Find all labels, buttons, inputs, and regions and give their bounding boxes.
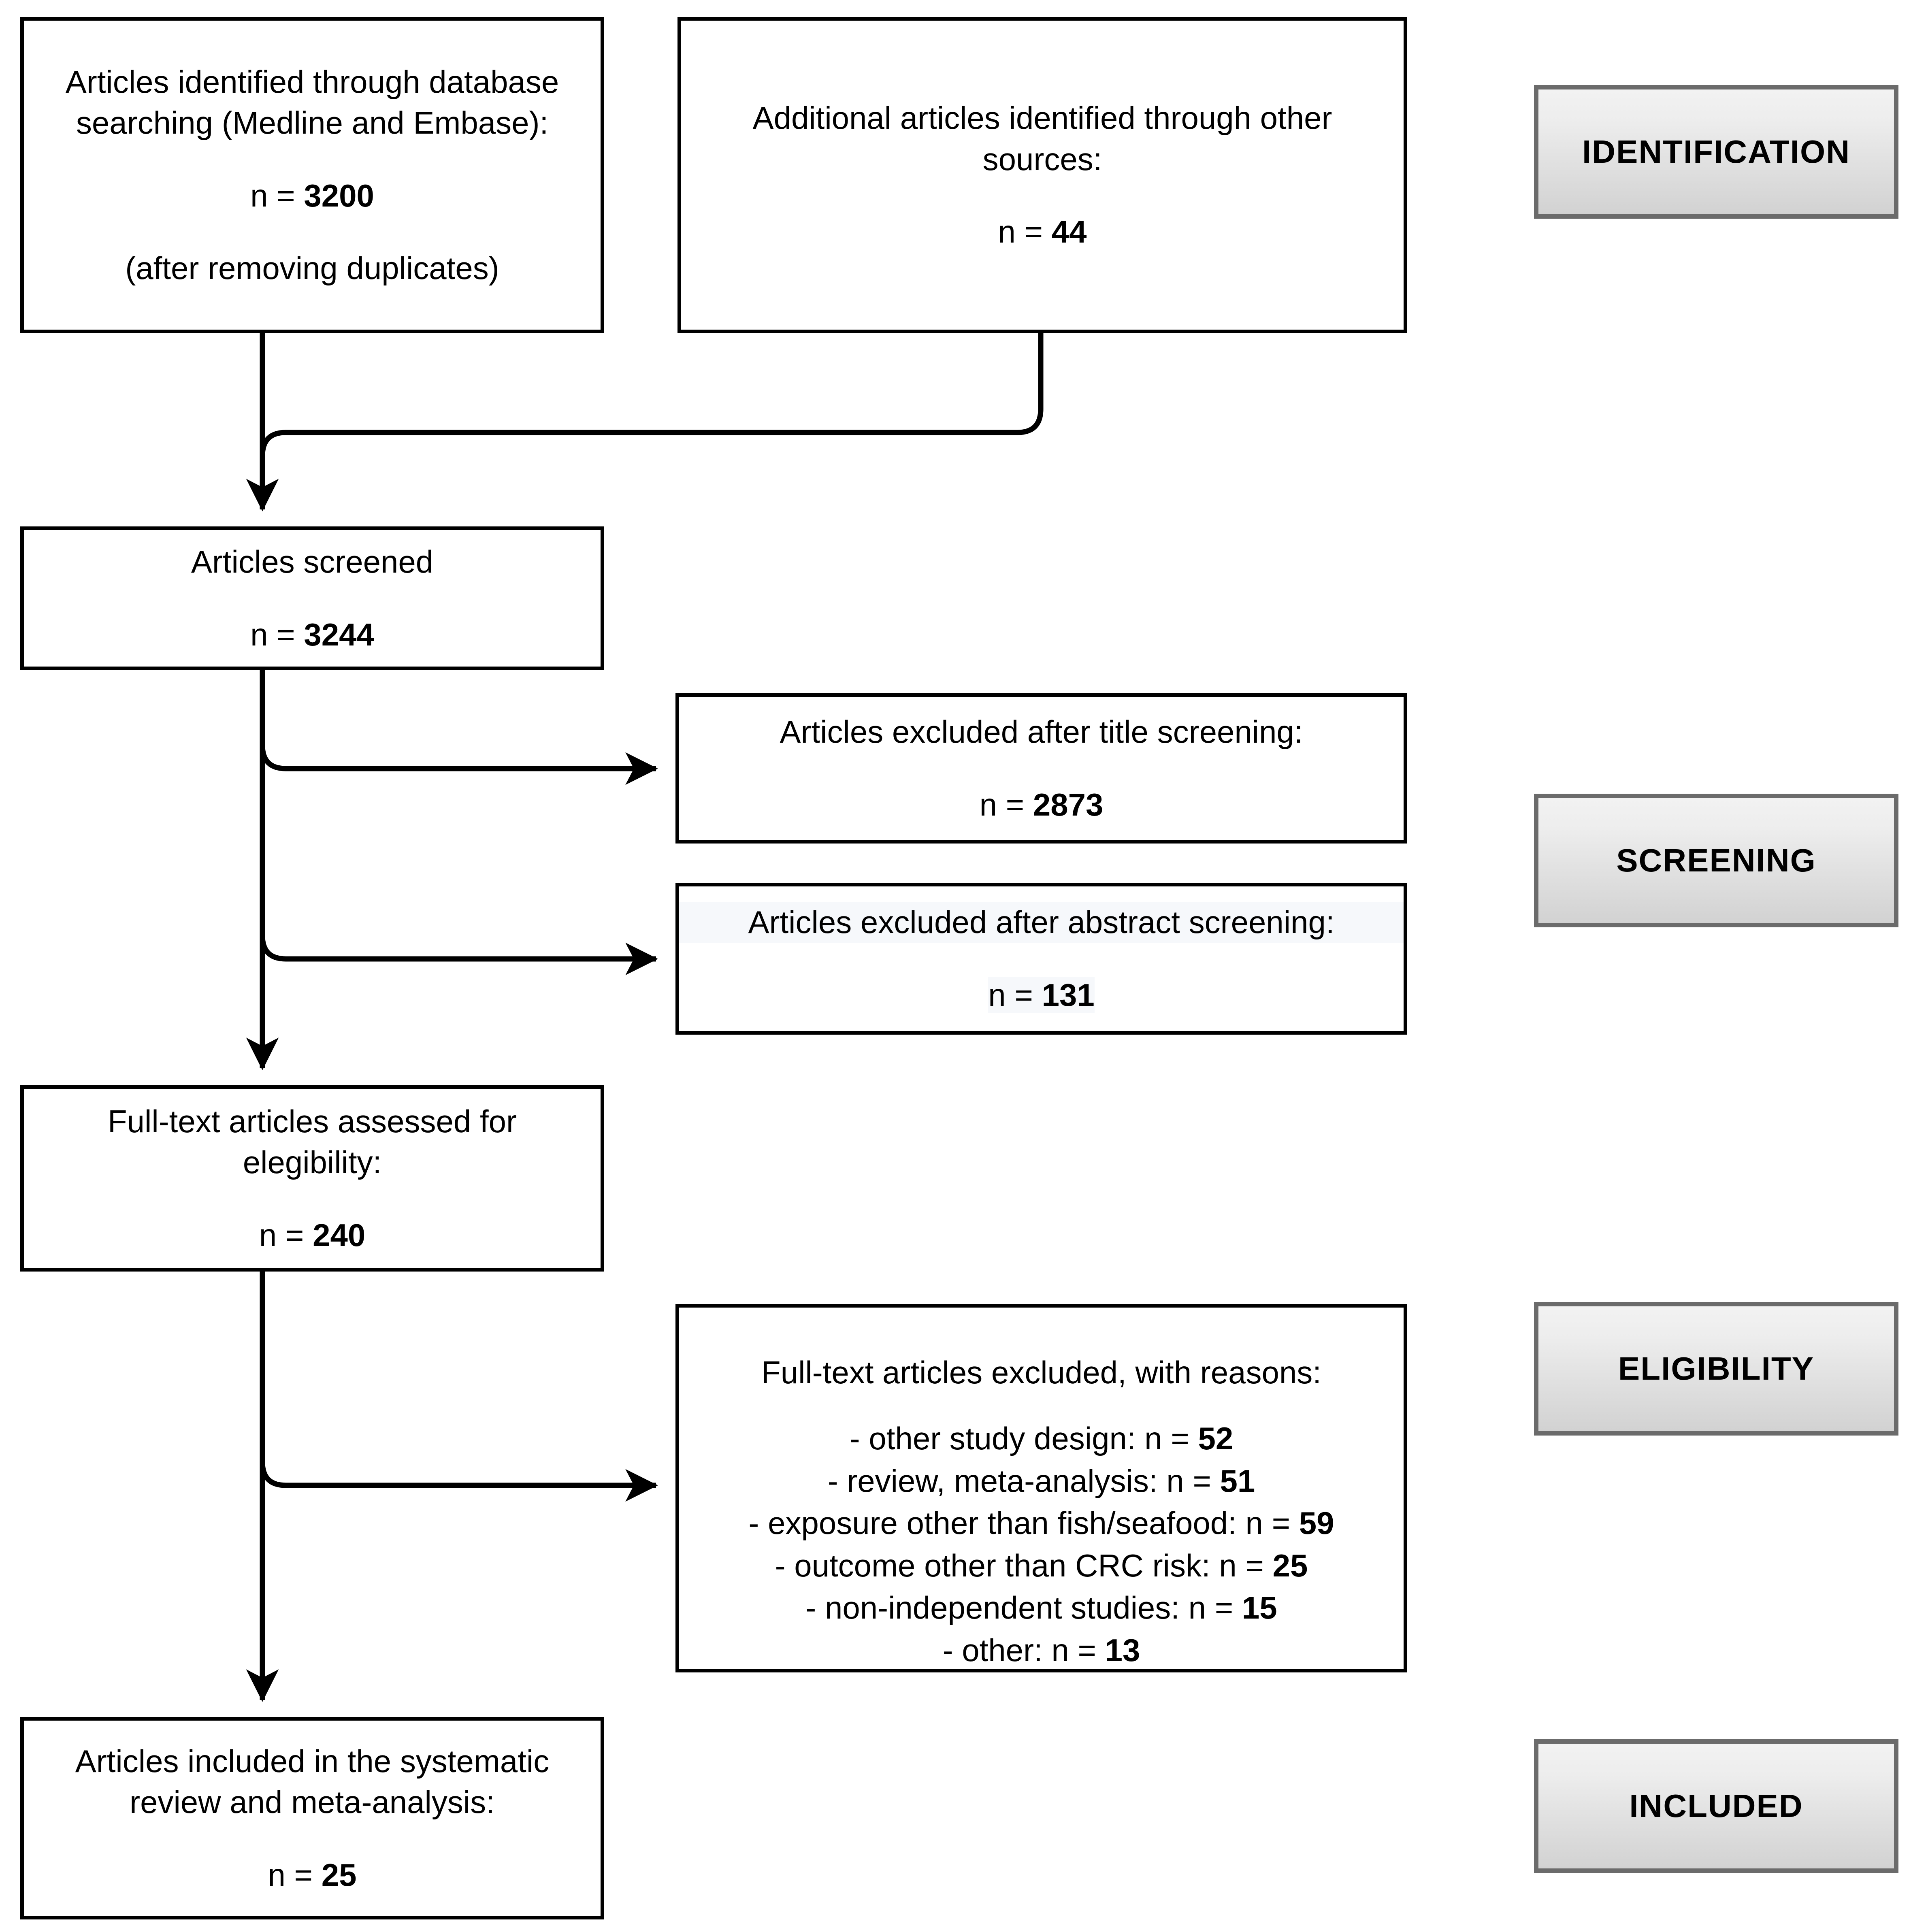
box-articles-identified-database: Articles identified through database sea…	[20, 17, 604, 333]
db-count-value: 3200	[304, 177, 374, 213]
connector-other-to-spine	[260, 333, 1044, 486]
other-count-value: 44	[1051, 214, 1087, 250]
other-line-2: sources:	[982, 141, 1102, 177]
box-articles-screened: Articles screened n = 3244	[20, 526, 604, 670]
fulltext-count-value: 240	[313, 1217, 366, 1253]
exclusion-reason-item: - outcome other than CRC risk: n = 25	[775, 1547, 1308, 1583]
stage-label-identification: IDENTIFICATION	[1534, 85, 1898, 219]
exc-abs-line-1: Articles excluded after abstract screeni…	[679, 902, 1404, 943]
box-excluded-after-abstract-screening: Articles excluded after abstract screeni…	[675, 883, 1407, 1035]
db-count: n = 3200	[250, 177, 374, 213]
db-spacer	[24, 144, 601, 175]
fulltext-line-2: elegibility:	[243, 1144, 382, 1180]
db-line-2: searching (Medline and Embase):	[76, 105, 549, 141]
db-line-1: Articles identified through database	[65, 64, 559, 100]
exclusion-reason-list: - other study design: n = 52 - review, m…	[679, 1417, 1404, 1671]
db-spacer-2	[24, 216, 601, 248]
stage-label-included: INCLUDED	[1534, 1739, 1898, 1873]
connector-to-excluded-reasons	[260, 1461, 658, 1502]
exc-title-count: n = 2873	[979, 786, 1104, 822]
stage-label-screening: SCREENING	[1534, 794, 1898, 927]
box-fulltext-excluded-with-reasons: Full-text articles excluded, with reason…	[675, 1304, 1407, 1672]
included-line-2: review and meta-analysis:	[130, 1784, 495, 1820]
stage-label-eligibility: ELIGIBILITY	[1534, 1302, 1898, 1436]
box-articles-identified-other-sources: Additional articles identified through o…	[677, 17, 1407, 333]
fulltext-count: n = 240	[259, 1217, 366, 1253]
other-count: n = 44	[998, 214, 1087, 250]
screened-count-value: 3244	[304, 616, 374, 652]
exc-title-count-value: 2873	[1033, 786, 1104, 822]
box-excluded-after-title-screening: Articles excluded after title screening:…	[675, 693, 1407, 844]
exclusion-reason-item: - exposure other than fish/seafood: n = …	[748, 1505, 1334, 1541]
exclusion-reason-item: - non-independent studies: n = 15	[805, 1590, 1277, 1626]
screened-count: n = 3244	[250, 616, 374, 652]
exclusion-reason-item: - review, meta-analysis: n = 51	[827, 1463, 1255, 1499]
exc-title-line-1: Articles excluded after title screening:	[780, 714, 1303, 750]
other-line-1: Additional articles identified through o…	[752, 100, 1332, 136]
other-spacer	[681, 180, 1404, 211]
box-fulltext-assessed-for-eligibility: Full-text articles assessed for elegibil…	[20, 1085, 604, 1272]
box-articles-included: Articles included in the systematic revi…	[20, 1717, 604, 1919]
included-count: n = 25	[268, 1857, 357, 1893]
screened-line-1: Articles screened	[191, 544, 434, 580]
exc-abs-count-value: 131	[1042, 977, 1095, 1013]
exc-abs-count: n = 131	[988, 977, 1095, 1013]
connector-to-excluded-title	[260, 745, 658, 785]
included-count-value: 25	[321, 1857, 357, 1893]
db-note: (after removing duplicates)	[125, 250, 499, 286]
exclusion-reason-item: - other: n = 13	[942, 1632, 1140, 1668]
fulltext-line-1: Full-text articles assessed for	[107, 1103, 517, 1139]
connector-to-excluded-abstract	[260, 935, 658, 976]
included-line-1: Articles included in the systematic	[75, 1743, 550, 1779]
exc-reason-heading: Full-text articles excluded, with reason…	[761, 1355, 1321, 1390]
exclusion-reason-item: - other study design: n = 52	[849, 1421, 1234, 1457]
